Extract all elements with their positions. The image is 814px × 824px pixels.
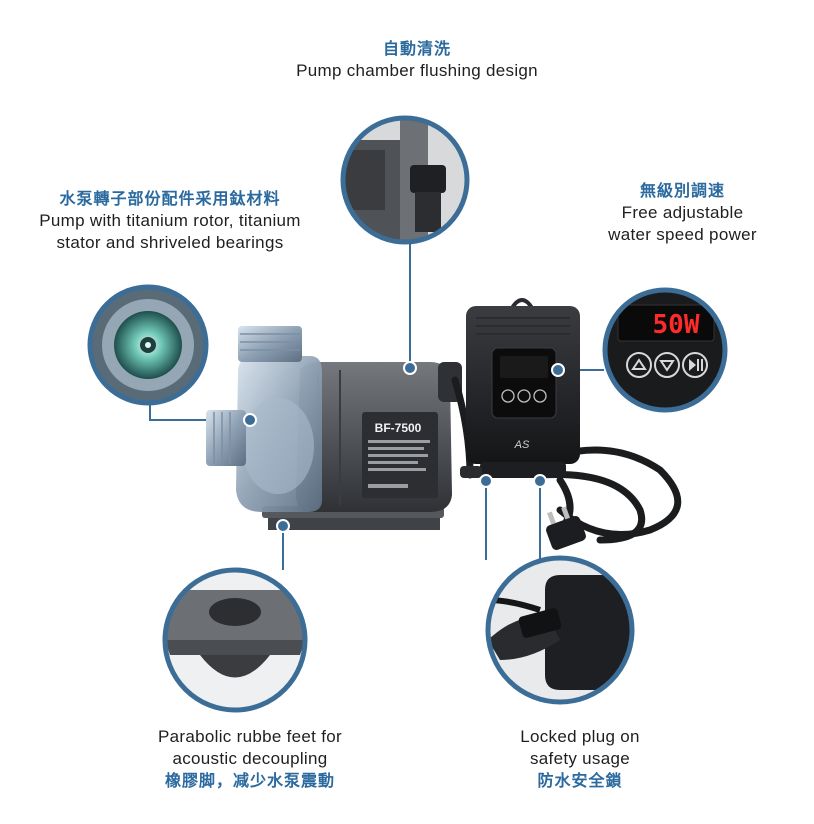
zoom-circle-flushing [340,115,470,245]
down-arrow-icon [654,352,680,378]
callout-speed: 無級別調速 Free adjustable water speed power [575,180,790,246]
callout-plug-zh: 防水安全鎖 [537,771,623,790]
power-display-readout: 50W [653,310,700,340]
callout-plug-en-1: Locked plug on [520,727,640,746]
callout-titanium: 水泵轉子部份配件采用鈦材料 Pump with titanium rotor, … [0,188,340,254]
callout-speed-en-1: Free adjustable [621,203,744,222]
callout-plug: Locked plug on safety usage 防水安全鎖 [490,726,670,792]
pump-body: BF-7500 [206,326,462,530]
callout-flushing: 自動清洗 Pump chamber flushing design [257,38,577,82]
callout-dots [243,361,565,533]
callout-titanium-en-2: stator and shriveled bearings [56,233,284,252]
callout-flushing-en: Pump chamber flushing design [296,61,538,80]
zoom-circle-rotor [87,284,209,406]
play-pause-icon [682,352,708,378]
callout-feet: Parabolic rubbe feet for acoustic decoup… [125,726,375,792]
callout-speed-zh: 無級別調速 [639,181,725,200]
zoom-circle-display: 50W [602,287,728,413]
zoom-circle-plug [485,555,635,705]
callout-feet-en-2: acoustic decoupling [172,749,328,768]
callout-titanium-zh: 水泵轉子部份配件采用鈦材料 [59,189,281,208]
callout-feet-zh: 橡膠脚，减少水泵震動 [164,771,335,790]
callout-speed-en-2: water speed power [608,225,757,244]
up-arrow-icon [626,352,652,378]
callout-flushing-zh: 自動清洗 [382,39,451,58]
controller-brand: AS [514,439,530,451]
callout-titanium-en-1: Pump with titanium rotor, titanium [39,211,301,230]
pump-model-label: BF-7500 [375,421,422,435]
callout-feet-en-1: Parabolic rubbe feet for [158,727,342,746]
speed-controller: AS [460,298,580,478]
power-plug [546,506,586,550]
callout-plug-en-2: safety usage [530,749,630,768]
zoom-circle-feet [162,567,308,713]
